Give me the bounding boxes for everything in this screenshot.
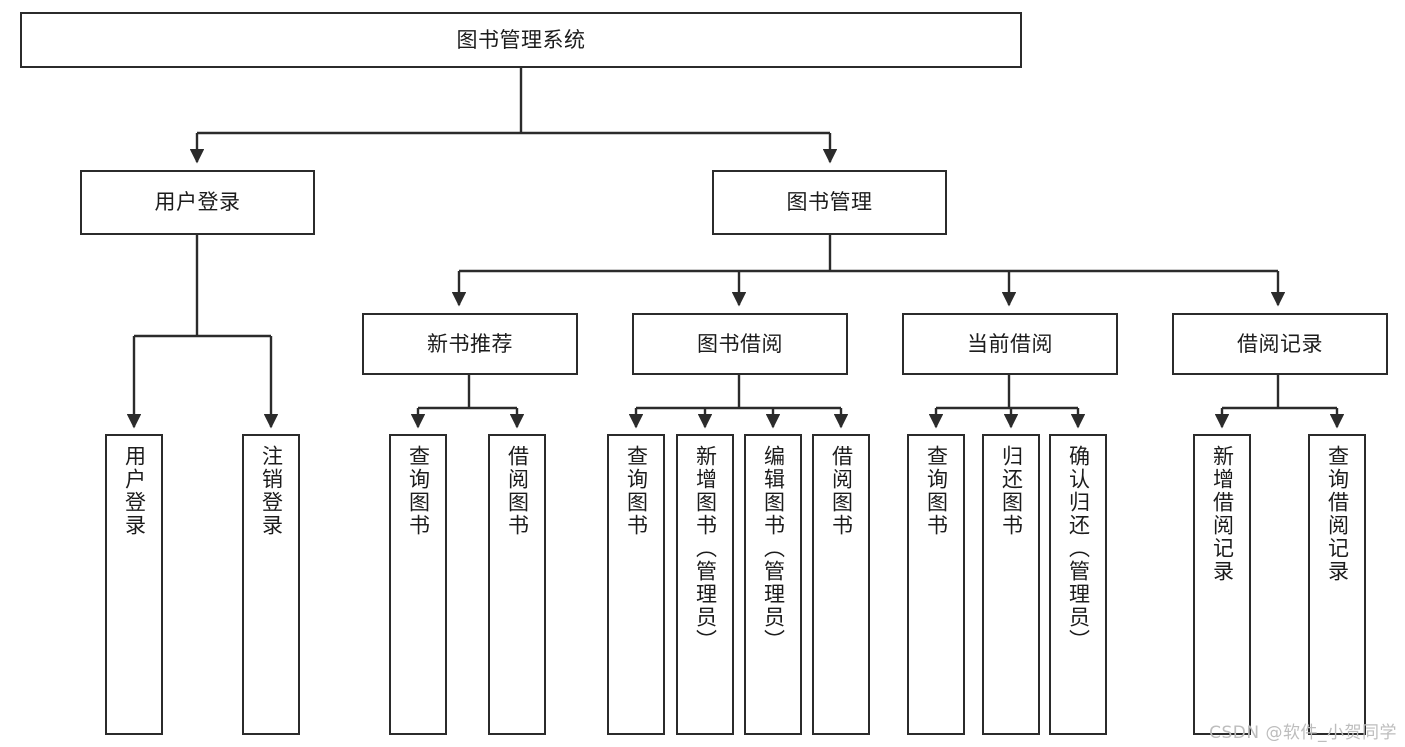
node-label: 查询图书	[406, 445, 431, 537]
leaf-recommend-borrow-book[interactable]: 借阅图书	[488, 434, 546, 735]
leaf-current-query-book[interactable]: 查询图书	[907, 434, 965, 735]
node-label: 用户登录	[122, 445, 147, 537]
leaf-user-login-logout[interactable]: 注销登录	[242, 434, 300, 735]
node-label: 图书管理	[786, 190, 873, 215]
node-label: 新书推荐	[427, 331, 513, 356]
leaf-borrow-edit-book-admin[interactable]: 编辑图书（管理员）	[744, 434, 802, 735]
node-label: 查询借阅记录	[1325, 445, 1350, 583]
node-book-borrow[interactable]: 图书借阅	[632, 313, 848, 375]
node-label: 用户登录	[154, 190, 241, 215]
leaf-borrow-borrow-book[interactable]: 借阅图书	[812, 434, 870, 735]
node-label: 注销登录	[259, 445, 284, 537]
node-label: 借阅图书	[505, 445, 530, 537]
node-current-borrow[interactable]: 当前借阅	[902, 313, 1118, 375]
node-label: 确认归还（管理员）	[1066, 445, 1091, 652]
node-label: 归还图书	[999, 445, 1024, 537]
node-label: 新增借阅记录	[1210, 445, 1235, 583]
node-label: 查询图书	[924, 445, 949, 537]
leaf-recommend-query-book[interactable]: 查询图书	[389, 434, 447, 735]
node-label: 借阅记录	[1237, 331, 1323, 356]
leaf-record-add-record[interactable]: 新增借阅记录	[1193, 434, 1251, 735]
leaf-borrow-query-book[interactable]: 查询图书	[607, 434, 665, 735]
watermark-text: CSDN @软件_小贺同学	[1209, 723, 1397, 743]
node-label: 当前借阅	[967, 331, 1053, 356]
node-book-management[interactable]: 图书管理	[712, 170, 947, 235]
node-label: 新增图书（管理员）	[693, 445, 718, 652]
leaf-current-confirm-return-admin[interactable]: 确认归还（管理员）	[1049, 434, 1107, 735]
leaf-user-login-login[interactable]: 用户登录	[105, 434, 163, 735]
leaf-borrow-add-book-admin[interactable]: 新增图书（管理员）	[676, 434, 734, 735]
leaf-current-return-book[interactable]: 归还图书	[982, 434, 1040, 735]
node-root-system[interactable]: 图书管理系统	[20, 12, 1022, 68]
node-label: 借阅图书	[829, 445, 854, 537]
node-label: 查询图书	[624, 445, 649, 537]
node-new-book-recommend[interactable]: 新书推荐	[362, 313, 578, 375]
node-user-login[interactable]: 用户登录	[80, 170, 315, 235]
node-label: 图书借阅	[697, 331, 783, 356]
node-borrow-record[interactable]: 借阅记录	[1172, 313, 1388, 375]
node-label: 图书管理系统	[456, 27, 586, 52]
node-label: 编辑图书（管理员）	[761, 445, 786, 652]
leaf-record-query-record[interactable]: 查询借阅记录	[1308, 434, 1366, 735]
